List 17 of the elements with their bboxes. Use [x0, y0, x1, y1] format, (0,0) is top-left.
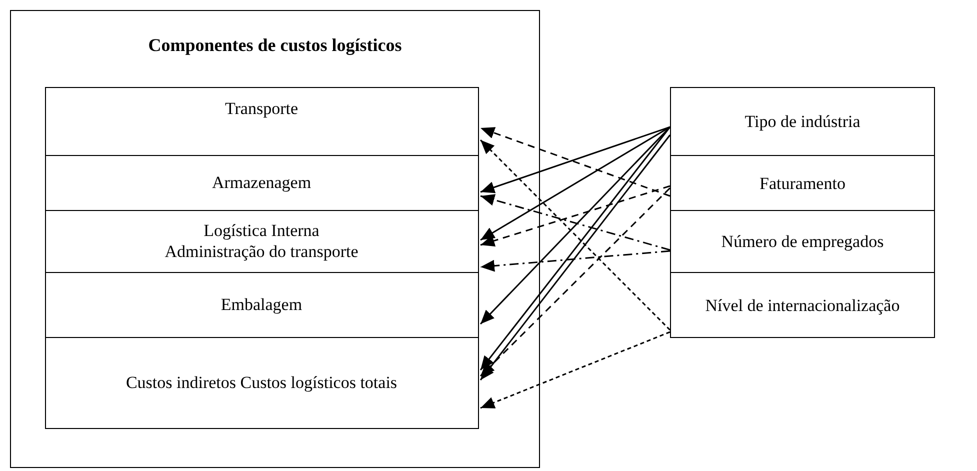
- factor-box: Tipo de indústria: [670, 87, 935, 156]
- arrow: [480, 187, 671, 377]
- cost-component-box: Armazenagem: [44, 154, 478, 210]
- arrow: [480, 126, 670, 241]
- group-box: [10, 10, 540, 468]
- group-title: Componentes de custos logísticos: [147, 35, 403, 56]
- cost-component-box: Custos indiretos Custos logísticos totais: [44, 336, 478, 428]
- factor-box: Número de empregados: [670, 210, 935, 273]
- factor-box: Nível de internacionalização: [670, 272, 935, 338]
- arrow: [480, 185, 670, 247]
- arrow: [480, 194, 670, 251]
- cost-component-box: Logística Interna Administração do transporte: [44, 210, 478, 272]
- factor-box: Faturamento: [670, 155, 935, 211]
- cost-component-box: Embalagem: [44, 272, 478, 338]
- arrow: [480, 250, 670, 272]
- arrow: [480, 331, 670, 409]
- cost-component-box: Transporte: [44, 86, 478, 156]
